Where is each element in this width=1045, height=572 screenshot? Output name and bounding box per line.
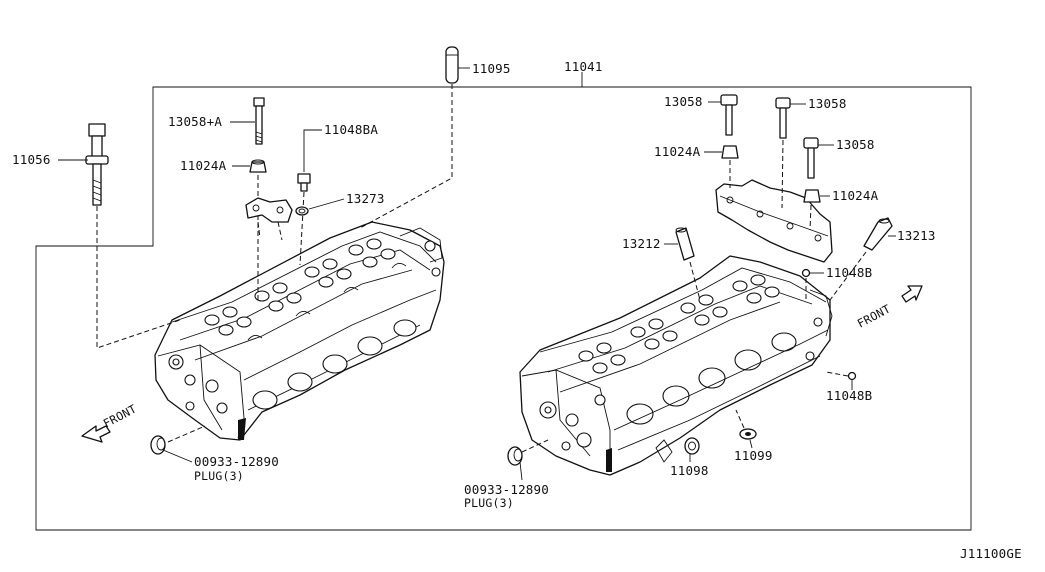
washer-11024a-r1-part	[721, 145, 739, 159]
leader-11099	[749, 439, 753, 449]
bolt-13058-r3-dash	[809, 204, 812, 231]
callout-11098: 11098	[670, 463, 709, 478]
callout-11024a-left: 11024A	[180, 158, 227, 173]
assembly-frame	[35, 86, 972, 531]
callout-11024a-r1: 11024A	[654, 144, 701, 159]
plug-right-dash	[521, 439, 549, 453]
washer-11024a-left-part	[249, 159, 267, 173]
callout-13212: 13212	[622, 236, 661, 251]
plug-11048b-bottom-part	[847, 371, 857, 381]
callout-13058a: 13058+A	[168, 114, 222, 129]
bolt-13058-r2-part	[775, 97, 791, 139]
leader-11048ba	[303, 129, 322, 172]
sleeve-13213-dash	[829, 251, 867, 301]
callout-11024a-r2: 11024A	[832, 188, 879, 203]
seal-11099-part	[739, 428, 757, 440]
bolt-13058a-part	[253, 97, 265, 145]
callout-11099: 11099	[734, 448, 773, 463]
left-plug-part	[150, 435, 193, 463]
seal-11098-part	[684, 437, 700, 455]
callout-13058-r2: 13058	[808, 96, 847, 111]
callout-13058-r1: 13058	[664, 94, 703, 109]
callout-13273: 13273	[346, 191, 385, 206]
plug-left-dash	[167, 425, 206, 443]
front-arrow-right-icon	[901, 285, 923, 303]
plug-11048b-top-part	[801, 268, 811, 278]
bolt-13058-r2-dash	[781, 139, 784, 209]
diagram-id: J11100GE	[960, 546, 1022, 561]
front-label-right: FRONT	[855, 302, 893, 331]
washer-11024a-r2-part	[803, 189, 821, 203]
bolt-11048ba-dash	[299, 191, 305, 266]
bolt-11056-part	[85, 123, 109, 206]
callout-11048b-bottom: 11048B	[826, 388, 872, 403]
bolt-13058-r3-part	[803, 137, 819, 179]
dowel-11095-dash	[359, 84, 453, 229]
plug-left-part-number: 00933-12890	[194, 454, 279, 469]
cam-bracket-right-part	[715, 179, 833, 263]
plug-right-label: PLUG(3)	[464, 496, 514, 510]
callout-11048b-top: 11048B	[826, 265, 872, 280]
bracket-dash-2	[277, 221, 283, 241]
plug-left-label: PLUG(3)	[194, 469, 244, 483]
right-cylinder-head	[519, 255, 833, 476]
bolt-13058-r1-part	[720, 94, 738, 136]
seal-13273-part	[295, 206, 309, 216]
callout-13213: 13213	[897, 228, 936, 243]
seal-11099-dash	[735, 409, 745, 429]
left-cylinder-head	[154, 221, 445, 441]
callout-11048ba: 11048BA	[324, 122, 378, 137]
sleeve-13212-dash	[689, 261, 701, 301]
cam-bracket-left-part	[245, 197, 293, 223]
sleeve-13213-part	[863, 217, 893, 251]
bolt-11048ba-part	[297, 173, 311, 192]
plug-right-part-number: 00933-12890	[464, 482, 549, 497]
callout-11056: 11056	[12, 152, 51, 167]
front-label-left: FRONT	[101, 402, 139, 431]
right-plug-part	[507, 446, 523, 481]
sleeve-13212-part	[675, 227, 695, 261]
callout-11041: 11041	[564, 59, 603, 74]
callout-13058-r3: 13058	[836, 137, 875, 152]
plug-11048b-bottom-dash	[825, 371, 849, 377]
leader-13273	[308, 198, 345, 210]
bolt-11056-dash	[96, 206, 181, 349]
dowel-11095-part	[445, 46, 459, 84]
bracket-dash-1	[257, 221, 261, 239]
callout-11095: 11095	[472, 61, 511, 76]
front-arrow-left-icon	[81, 425, 111, 443]
